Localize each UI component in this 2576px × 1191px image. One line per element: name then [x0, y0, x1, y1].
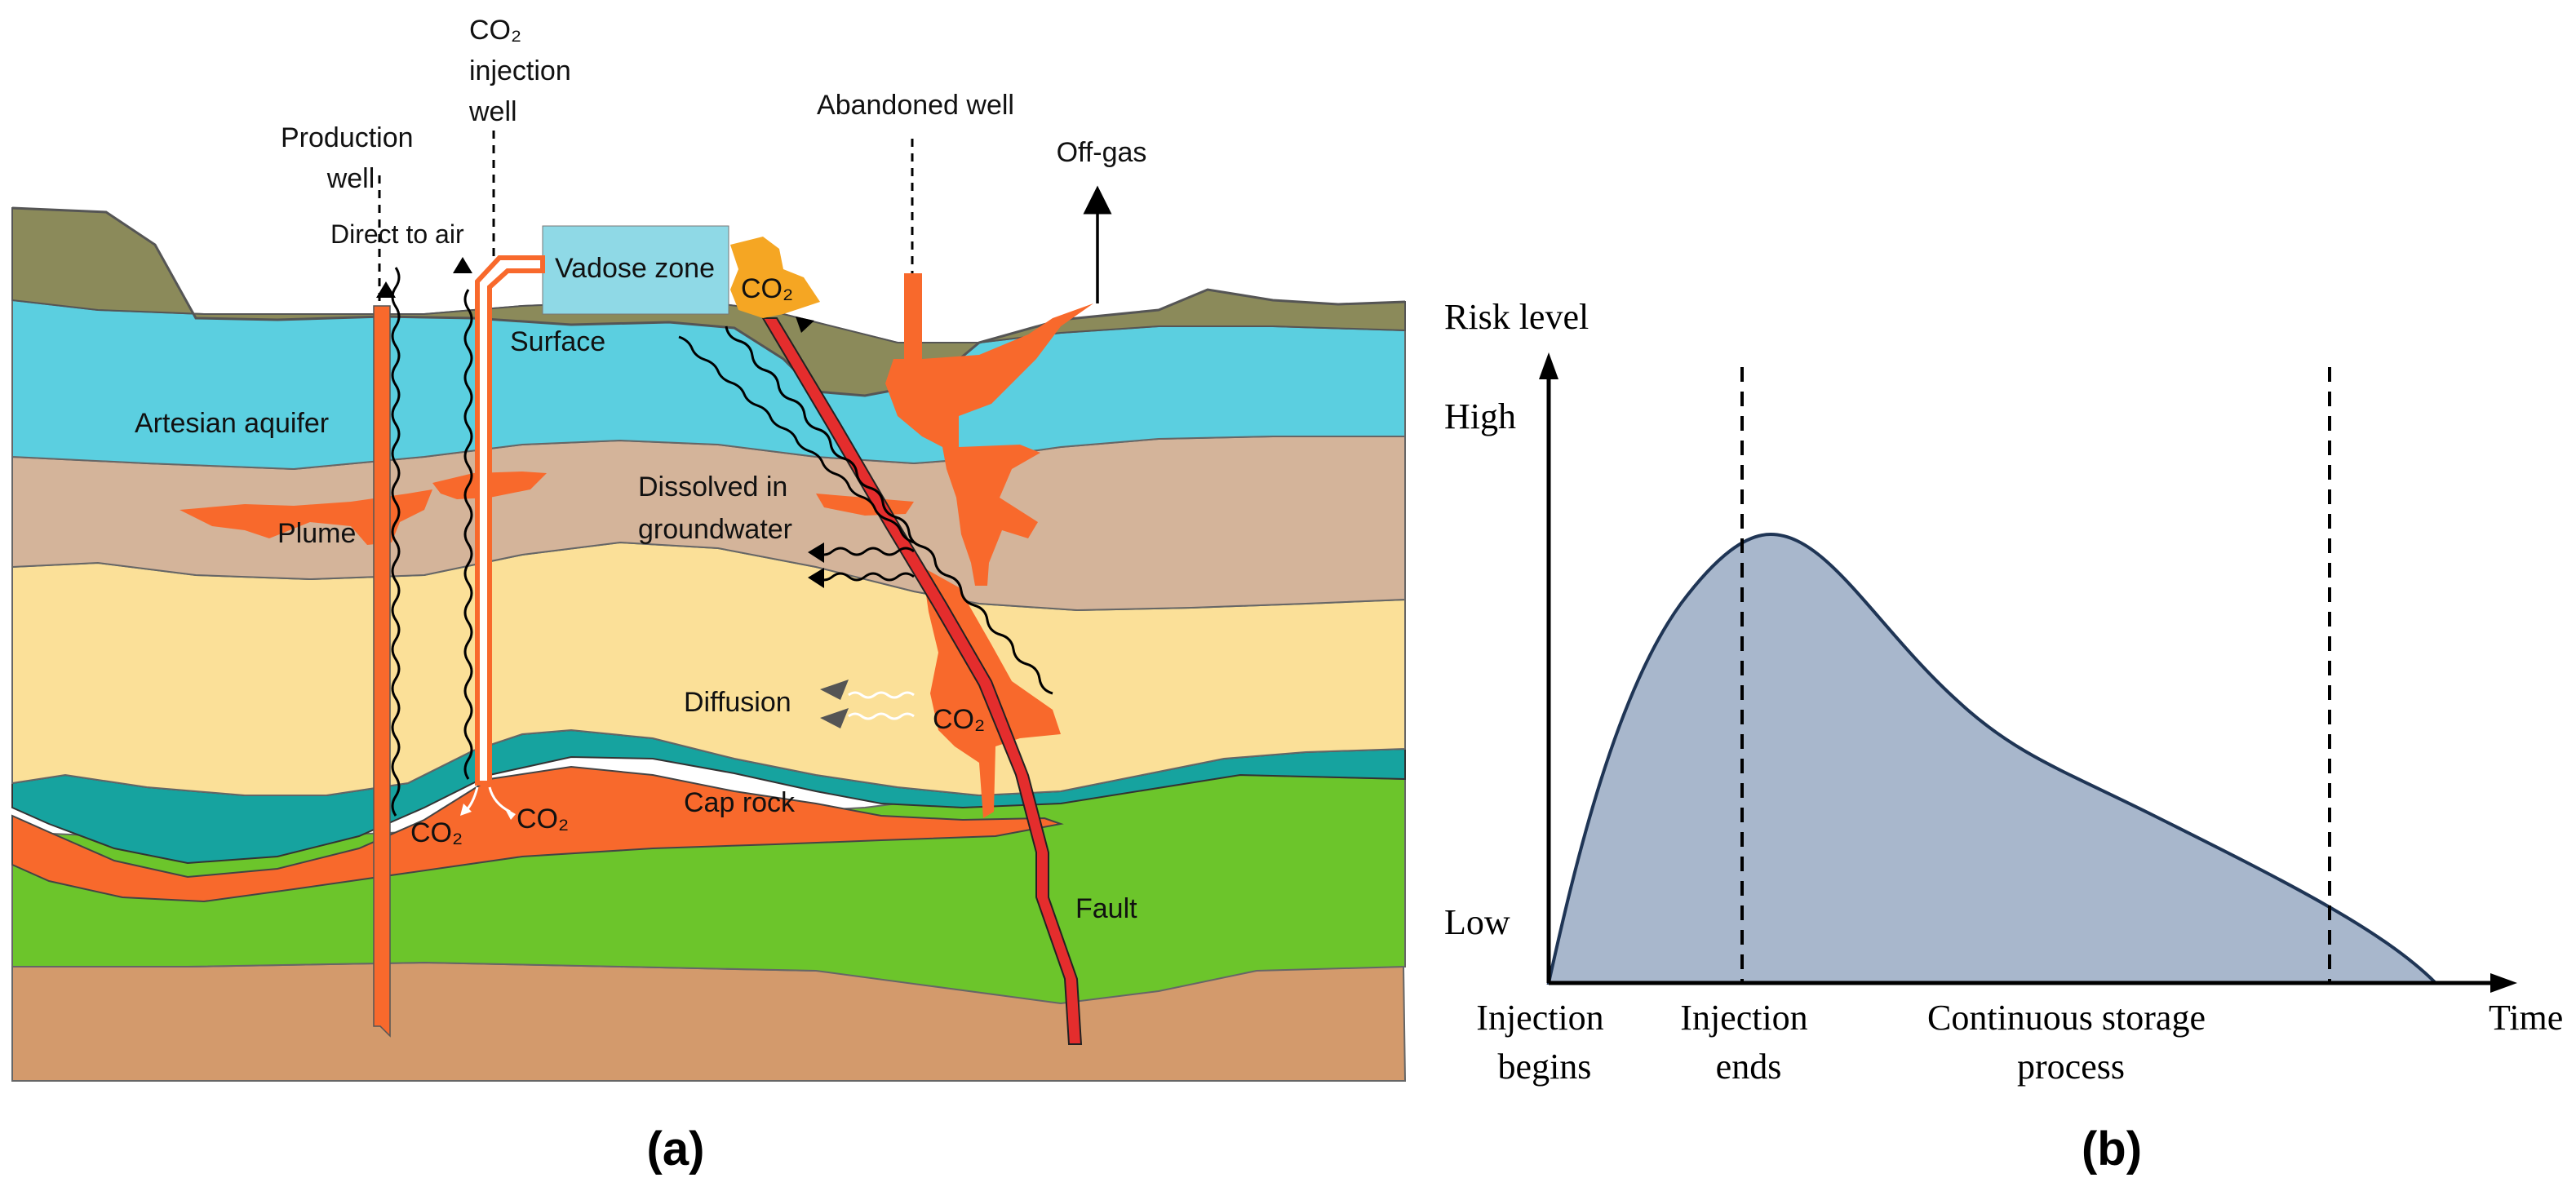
- panel-a-label: (a): [647, 1122, 705, 1176]
- risk-curve-area: [1546, 532, 2440, 985]
- panel-b-label: (b): [2082, 1122, 2142, 1176]
- co2-reservoir-layer: [11, 765, 1064, 903]
- injection-release-arrowhead-left: [460, 804, 472, 816]
- x-phase-label-injection-ends: Injection ends: [1680, 998, 1816, 1087]
- y-axis-label: Risk level: [1444, 297, 1589, 337]
- co2-gas-blob: [730, 237, 820, 318]
- groundwater-arrowhead-2: [808, 568, 824, 588]
- vadose-zone-box: [542, 225, 729, 315]
- fault-line: [761, 317, 1083, 1045]
- panel-a-cross-section: Production well CO₂ injection well Aband…: [11, 15, 1407, 1176]
- x-phase-label-continuous-storage: Continuous storage process: [1927, 998, 2215, 1087]
- diffusion-symbol: [820, 680, 915, 728]
- off-gas-label: Off-gas: [1057, 137, 1147, 168]
- y-axis-arrowhead: [1539, 352, 1558, 379]
- co2-top-label: CO₂: [741, 273, 793, 304]
- panel-b-risk-chart: Risk level High Low Time Injection begin…: [1444, 297, 2563, 1176]
- direct-to-air-label: Direct to air: [330, 219, 464, 249]
- abandoned-well-leak: [885, 273, 1093, 586]
- injection-leak-arrowhead: [453, 257, 472, 273]
- diffusion-label: Diffusion: [684, 687, 791, 718]
- fault-label: Fault: [1075, 893, 1137, 924]
- fault-leak-arrowhead: [796, 317, 814, 333]
- y-tick-low: Low: [1444, 902, 1510, 942]
- injection-release-arrowhead-right: [504, 808, 516, 820]
- dissolved-in-groundwater-label: Dissolved in groundwater: [638, 472, 796, 545]
- y-tick-high: High: [1444, 396, 1516, 436]
- co2-right-label: CO₂: [517, 804, 569, 835]
- ground-surface-line: [11, 206, 1406, 397]
- co2-injection-well-pipe: [475, 255, 545, 786]
- x-axis-label: Time: [2489, 998, 2563, 1038]
- surface-label: Surface: [510, 326, 605, 357]
- production-well-pipe: [373, 305, 391, 1038]
- production-well-label: Production well: [281, 122, 421, 194]
- production-leak-arrowhead: [376, 281, 396, 298]
- vadose-zone-label: Vadose zone: [555, 253, 715, 284]
- co2-injection-well-label: CO₂ injection well: [468, 15, 579, 127]
- cap-rock-label: Cap rock: [684, 787, 796, 818]
- plume-label: Plume: [277, 518, 356, 549]
- plume-shape-left: [180, 489, 432, 545]
- x-axis-arrowhead: [2490, 973, 2517, 993]
- co2-mid-label: CO₂: [933, 704, 985, 735]
- artesian-aquifer-label: Artesian aquifer: [135, 408, 329, 439]
- co2-left-label: CO₂: [410, 817, 463, 848]
- abandoned-well-label: Abandoned well: [817, 90, 1014, 121]
- groundwater-arrowhead-1: [808, 542, 824, 563]
- leak-wavy-lines: [391, 267, 1053, 817]
- x-phase-label-injection-begins: Injection begins: [1476, 998, 1612, 1087]
